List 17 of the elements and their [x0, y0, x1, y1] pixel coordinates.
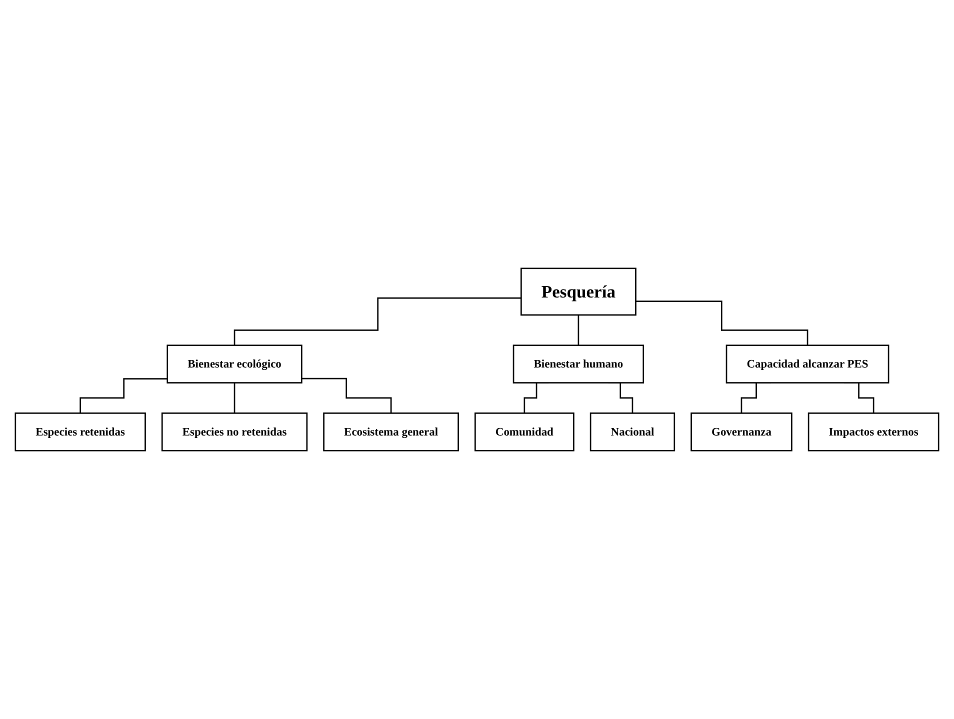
node-box: Ecosistema general [323, 412, 459, 452]
node-box: Comunidad [474, 412, 574, 452]
connector [234, 297, 522, 346]
connector [302, 378, 392, 414]
node-box: Especies no retenidas [161, 412, 308, 452]
node-box: Governanza [690, 412, 792, 452]
connector [636, 300, 808, 346]
connector [80, 378, 168, 414]
connector [234, 382, 236, 414]
node-box: Capacidad alcanzar PES [726, 344, 890, 384]
node-box: Pesquería [520, 268, 636, 316]
node-box: Nacional [590, 412, 676, 452]
node-box: Especies retenidas [14, 412, 146, 452]
connector [578, 314, 580, 346]
node-box: Bienestar ecológico [166, 344, 302, 384]
node-box: Impactos externos [808, 412, 940, 452]
node-box: Bienestar humano [512, 344, 644, 384]
